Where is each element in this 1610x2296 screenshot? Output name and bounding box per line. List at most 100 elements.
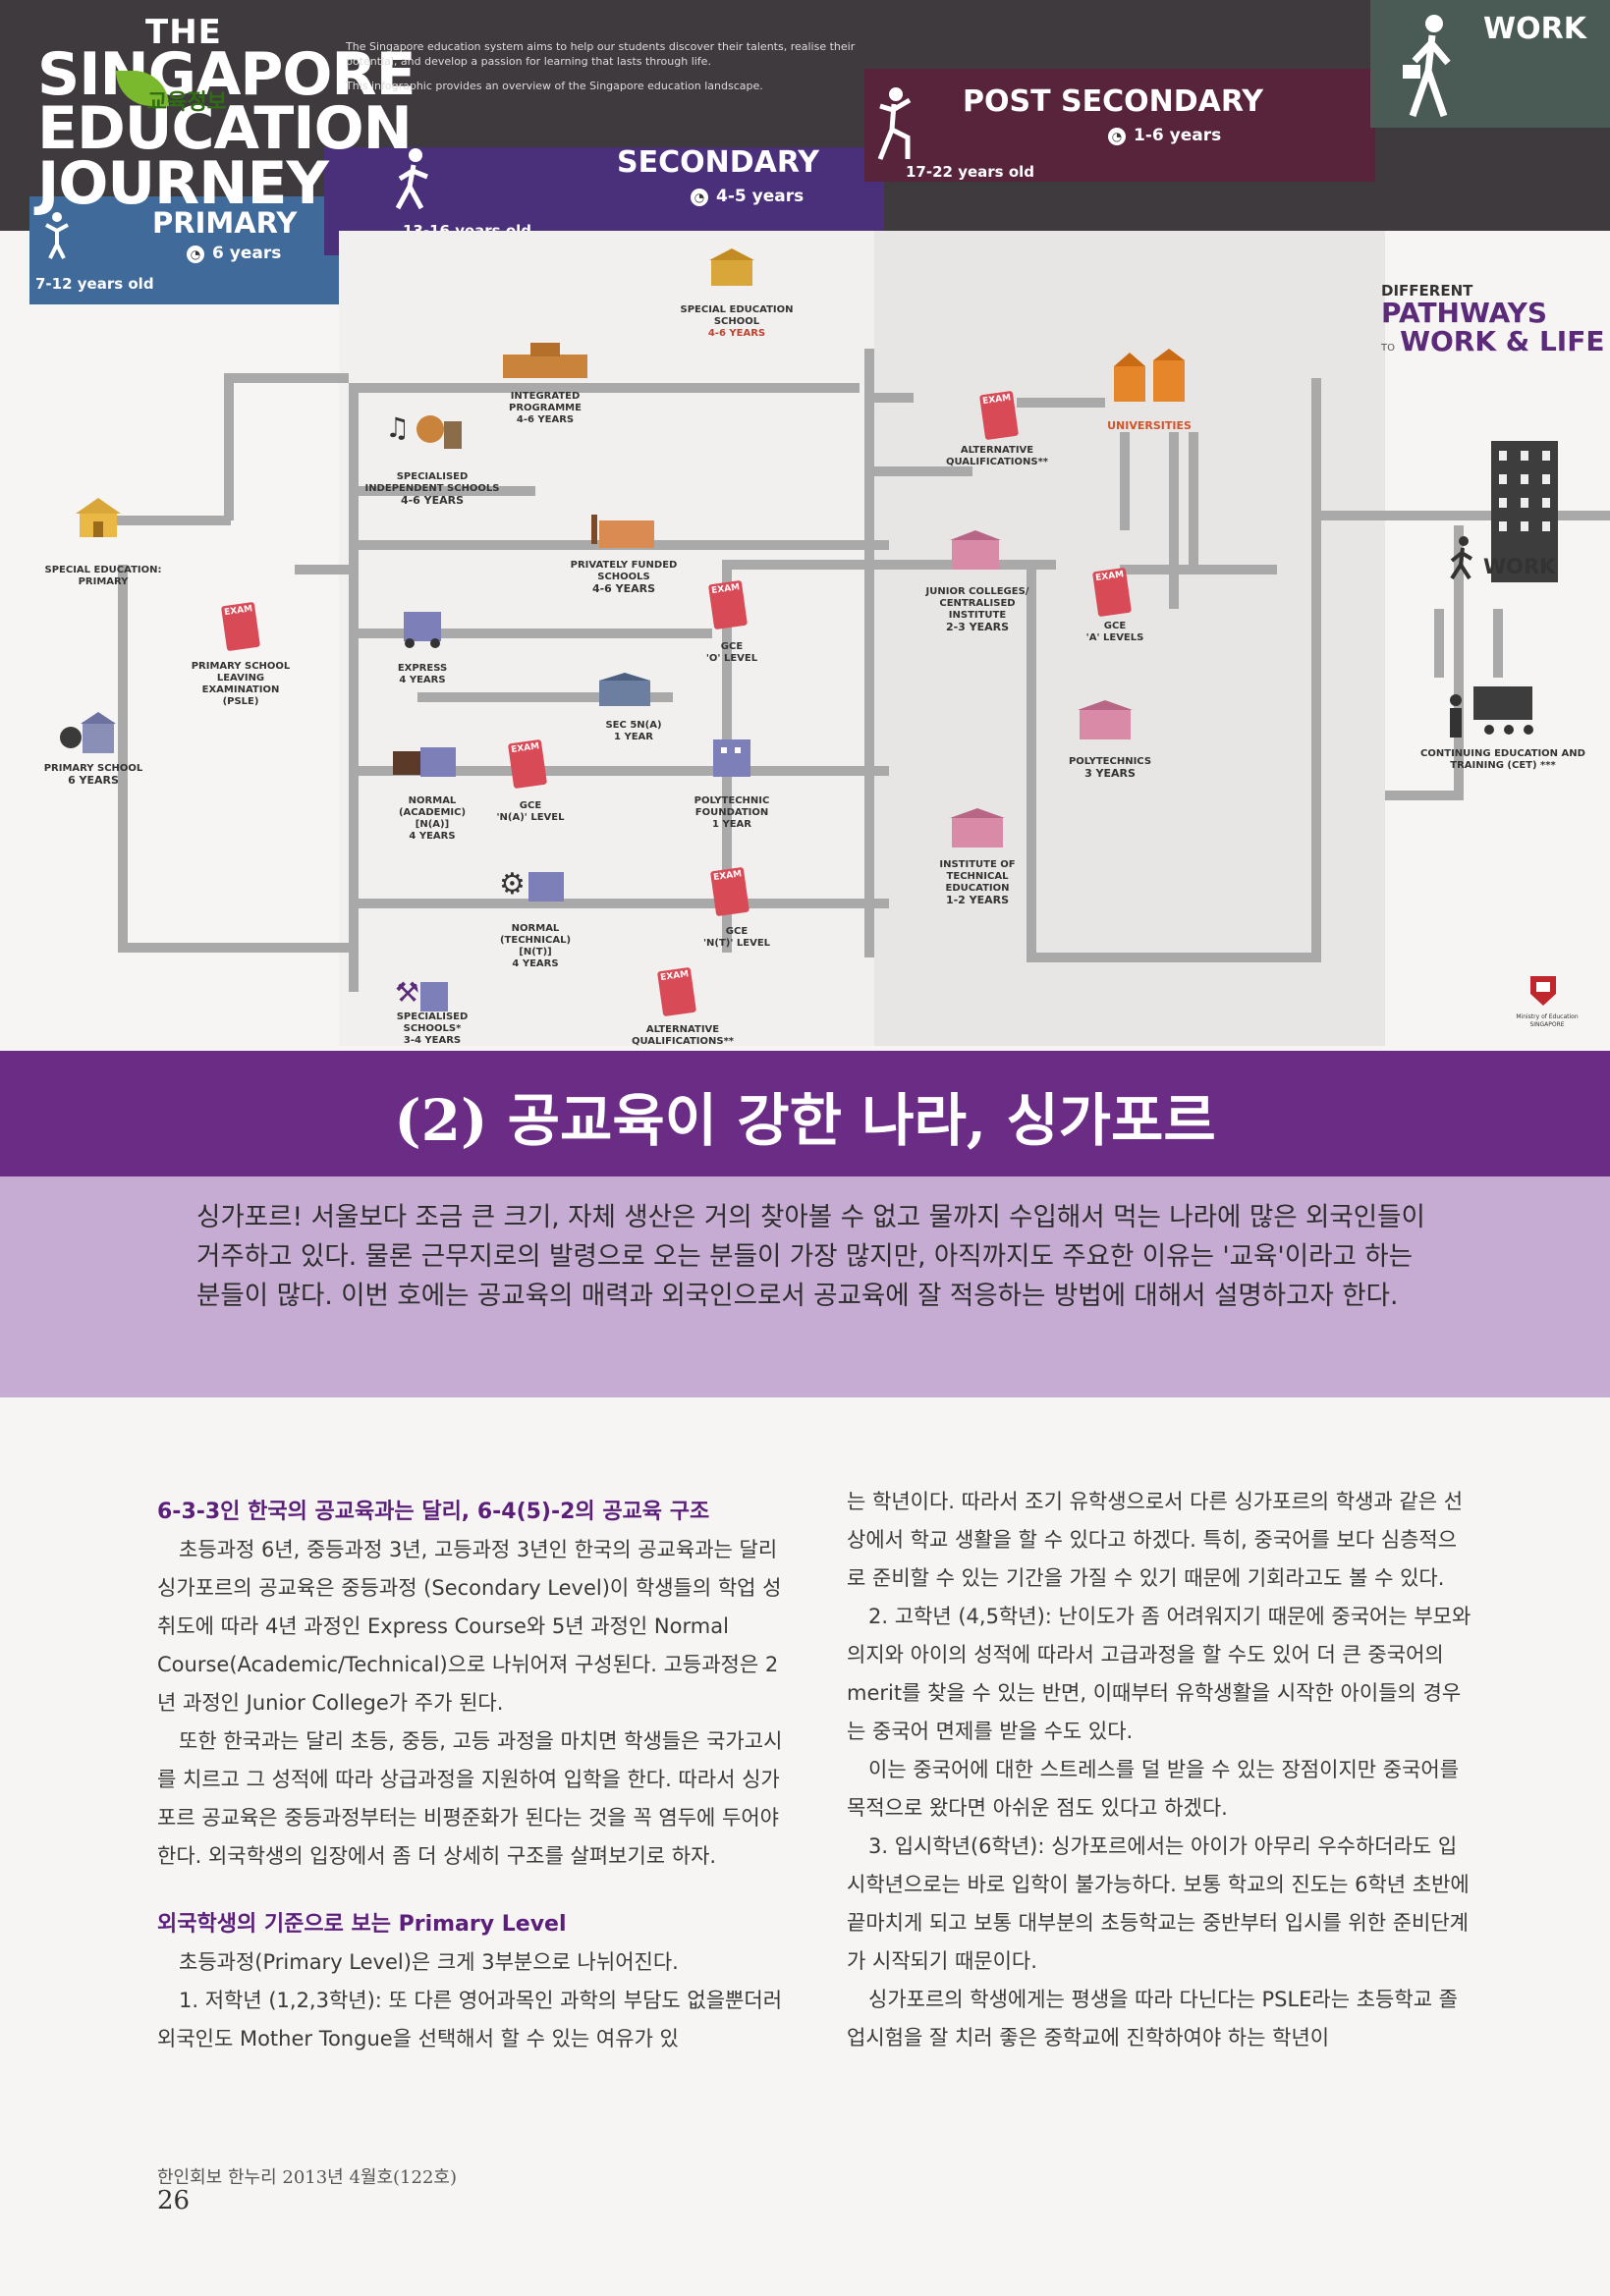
primary-school-years: 6 YEARS	[68, 774, 119, 787]
gce-o-level: 'O' LEVEL	[705, 653, 758, 664]
stage-band-post-secondary	[864, 69, 1375, 182]
privately-funded-years: 4-6 YEARS	[591, 582, 656, 595]
pipe	[1385, 791, 1454, 800]
pipe	[1027, 560, 1036, 962]
pathway-map: DIFFERENT PATHWAYS TO WORK & LIFE SPECIA…	[0, 231, 1610, 1047]
node-sec5: SEC 5N(A) 1 YEAR	[589, 720, 678, 743]
gce-nt-label: GCE	[725, 926, 749, 937]
pathways-heading-to: TO	[1381, 343, 1395, 354]
node-psle: PRIMARY SCHOOL LEAVING EXAMINATION (PSLE…	[191, 661, 291, 707]
stage-secondary-title: SECONDARY	[617, 145, 820, 180]
paragraph: 싱가포르의 학생에게는 평생을 따라 다닌다는 PSLE라는 초등학교 졸업시험…	[847, 1988, 1459, 2050]
node-specialised-schools: SPECIALISED SCHOOLS* 3-4 YEARS	[368, 1011, 496, 1047]
school-building-icon	[393, 747, 456, 777]
stage-post-secondary-age: 17-22 years old	[906, 163, 1035, 181]
pipe	[231, 373, 349, 383]
ite-label: INSTITUTE OF TECHNICAL EDUCATION	[939, 859, 1016, 894]
node-alt-qual-bottom: ALTERNATIVE QUALIFICATIONS**	[631, 1024, 735, 1047]
paragraph: 는 학년이다. 따라서 조기 유학생으로서 다른 싱가포르의 학생과 같은 선상…	[847, 1490, 1464, 1590]
pipe	[864, 349, 874, 957]
article-left-column: 6-3-3인 한국의 공교육과는 달리, 6-4(5)-2의 공교육 구조 초등…	[157, 1493, 786, 2058]
junior-colleges-label: JUNIOR COLLEGES/ CENTRALISED INSTITUTE	[925, 586, 1029, 621]
sec5-label: SEC 5N(A)	[605, 720, 662, 731]
watermark-text: 교육정보	[147, 90, 227, 115]
exam-paper-icon: EXAM	[978, 390, 1020, 441]
node-special-ed-school: SPECIAL EDUCATION SCHOOL 4-6 YEARS	[668, 304, 805, 340]
stage-primary-age: 7-12 years old	[35, 275, 154, 293]
worker-icon	[1450, 536, 1473, 580]
article-title: (2) 공교육이 강한 나라, 싱가포르	[394, 1087, 1216, 1154]
secondary-duration-text: 4-5 years	[716, 187, 805, 206]
lead-band	[0, 1176, 1610, 1397]
node-universities: UNIVERSITIES	[1107, 419, 1192, 432]
gce-a-label: GCE	[1103, 621, 1127, 631]
exam-paper-icon: EXAM	[1091, 567, 1133, 618]
svg-text:⚙: ⚙	[499, 867, 526, 902]
node-alt-qual-top: ALTERNATIVE QUALIFICATIONS**	[945, 445, 1049, 467]
university-building-icon	[1114, 349, 1185, 402]
clock-icon: ◔	[1108, 128, 1126, 145]
special-ed-school-label: SPECIAL EDUCATION SCHOOL	[680, 304, 794, 327]
pipe	[118, 943, 354, 953]
intro-line-2: This infographic provides an overview of…	[346, 80, 763, 92]
specialised-independent-years: 4-6 YEARS	[400, 494, 465, 507]
paragraph: 또한 한국과는 달리 초등, 중등, 고등 과정을 마치면 학생들은 국가고시를…	[157, 1729, 783, 1868]
person-icon	[45, 212, 69, 259]
integrated-label: INTEGRATED PROGRAMME	[509, 391, 582, 413]
primary-duration-text: 6 years	[212, 244, 282, 263]
node-junior-colleges: JUNIOR COLLEGES/ CENTRALISED INSTITUTE 2…	[918, 586, 1036, 633]
gce-na-label: GCE	[519, 800, 542, 811]
node-gce-na: GCE 'N(A)' LEVEL	[481, 800, 580, 824]
pathways-heading-rest: WORK & LIFE	[1400, 325, 1605, 357]
pipe	[1434, 609, 1444, 678]
title-line-education: EDUCATION	[37, 94, 413, 164]
pipe	[359, 899, 889, 908]
intro-text: The Singapore education system aims to h…	[346, 39, 896, 93]
post-secondary-duration-text: 1-6 years	[1134, 126, 1222, 145]
school-building-icon	[713, 739, 750, 777]
normal-technical-years: 4 YEARS	[512, 958, 559, 969]
stage-post-secondary-title: POST SECONDARY	[963, 84, 1264, 119]
node-specialised-independent: SPECIALISED INDEPENDENT SCHOOLS 4-6 YEAR…	[363, 471, 501, 507]
stage-work-title: WORK	[1483, 12, 1586, 46]
pipe	[1321, 511, 1439, 520]
gce-nt-level: 'N(T)' LEVEL	[702, 938, 771, 949]
pipe	[1493, 609, 1503, 678]
title-line-journey: JOURNEY	[37, 148, 329, 218]
node-gce-nt: GCE 'N(T)' LEVEL	[688, 926, 786, 950]
primary-school-label: PRIMARY SCHOOL	[43, 763, 143, 774]
normal-technical-label: NORMAL (TECHNICAL) [N(T)]	[499, 923, 572, 957]
node-primary-school: PRIMARY SCHOOL 6 YEARS	[29, 763, 157, 787]
junior-colleges-years: 2-3 YEARS	[945, 621, 1010, 633]
node-polytechnics: POLYTECHNICS 3 YEARS	[1056, 756, 1164, 780]
gce-a-level: 'A' LEVELS	[1085, 632, 1144, 643]
paragraph: 이는 중국어에 대한 스트레스를 덜 받을 수 있는 장점이지만 중국어를 목적…	[847, 1758, 1460, 1820]
school-building-icon	[60, 712, 116, 753]
pipe	[1120, 565, 1277, 574]
integrated-years: 4-6 YEARS	[516, 414, 575, 425]
school-building-icon	[76, 498, 121, 537]
pipe	[224, 373, 234, 520]
node-privately-funded: PRIVATELY FUNDED SCHOOLS 4-6 YEARS	[565, 560, 683, 595]
svg-text:♫: ♫	[385, 411, 410, 444]
pipe	[1036, 953, 1321, 962]
office-tower-icon	[1491, 441, 1558, 582]
page-number: 26	[157, 2186, 191, 2215]
infographic-title: THE SINGAPORE EDUCATION JOURNEY	[37, 16, 416, 218]
paragraph: 3. 입시학년(6학년): 싱가포르에서는 아이가 아무리 우수하더라도 입시학…	[847, 1834, 1470, 1973]
exam-paper-icon: EXAM	[220, 601, 261, 652]
pipe	[732, 560, 1056, 570]
title-line-singapore: SINGAPORE	[37, 40, 416, 110]
pipe	[118, 565, 128, 948]
pathways-heading: DIFFERENT PATHWAYS TO WORK & LIFE	[1381, 282, 1607, 363]
school-building-icon: ⚙	[499, 867, 564, 902]
node-special-ed-primary: SPECIAL EDUCATION: PRIMARY	[44, 565, 162, 587]
poly-foundation-label: POLYTECHNIC FOUNDATION	[694, 795, 770, 818]
node-express: EXPRESS 4 YEARS	[378, 663, 467, 686]
node-gce-a: GCE 'A' LEVELS	[1081, 621, 1149, 644]
gce-o-label: GCE	[720, 641, 744, 652]
footer-source: 한인회보 한누리 2013년 4월호(122호)	[157, 2167, 457, 2188]
pipe	[359, 629, 712, 638]
moe-crest-icon	[1530, 976, 1556, 1006]
special-ed-school-years: 4-6 YEARS	[707, 328, 766, 339]
